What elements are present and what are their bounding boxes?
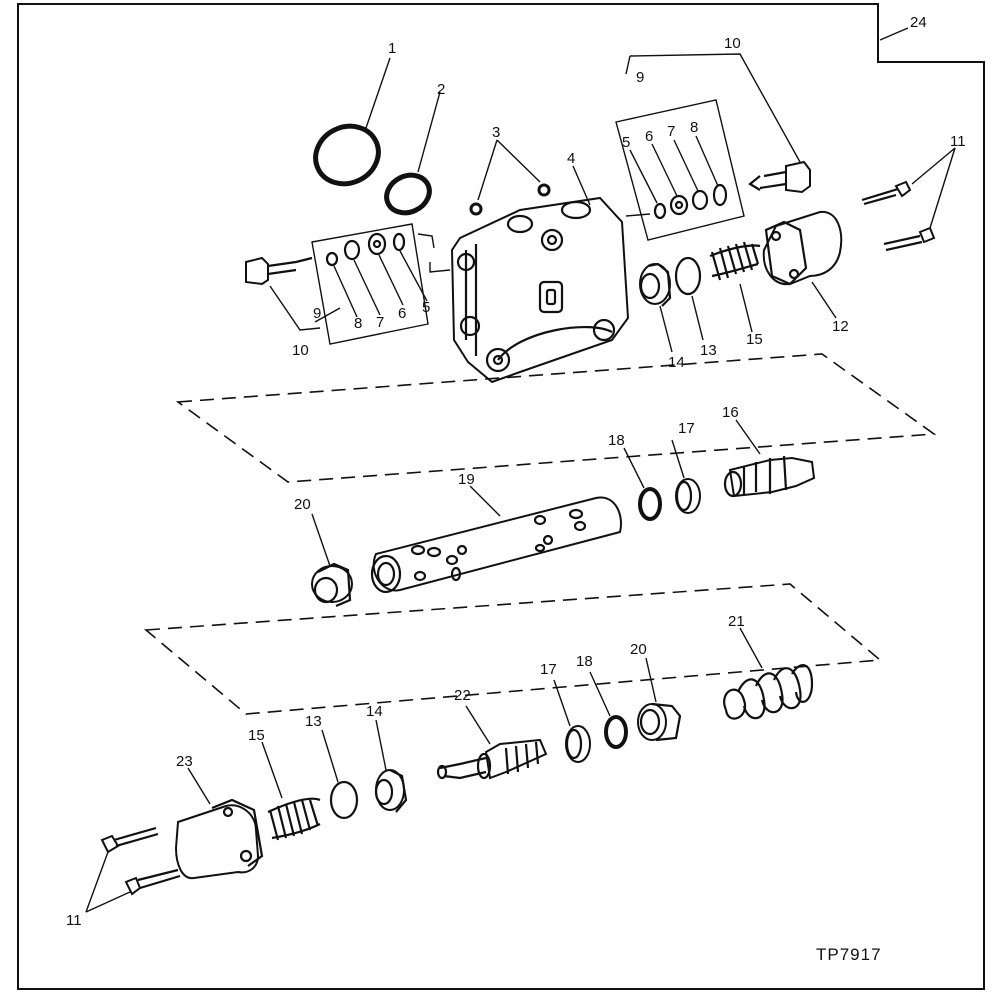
part-18-lower-backup-ring [589,671,628,749]
callout-12: 12 [832,318,849,335]
part-20-lower-guide [637,657,682,742]
part-10-left-relief-cartridge [245,256,313,286]
drawing-reference-number: TP7917 [816,945,882,964]
callout-13-upper: 13 [700,342,717,359]
part-9-right-seal-kit [615,99,745,241]
part-2-small-o-ring [384,91,441,216]
part-14-lower-spring-seat [374,719,408,813]
callout-21: 21 [728,613,745,630]
callout-9-left: 9 [313,305,321,322]
callout-7-right: 7 [667,123,675,140]
callout-10-left: 10 [292,342,309,359]
callout-11-lower: 11 [66,912,82,929]
part-13-upper-ring [674,256,704,341]
part-17-upper-seal [671,439,701,514]
callout-20-lower: 20 [630,641,647,658]
part-20-upper-guide [311,513,353,608]
lower-dashed-outline [143,583,882,715]
part-4-valve-housing [450,165,630,384]
callout-labels: 1 2 3 4 10 9 5 6 7 8 11 12 14 13 15 9 8 … [66,14,966,929]
callout-5-left: 5 [422,299,430,316]
callout-1: 1 [388,40,396,57]
part-13-lower-ring [321,729,359,820]
callout-6-left: 6 [398,305,406,322]
callout-22: 22 [454,687,471,704]
callout-2: 2 [437,81,445,98]
callout-19: 19 [458,471,475,488]
part-3-small-rings [469,139,551,216]
part-24-leader [879,27,909,41]
callout-4: 4 [567,150,575,167]
callout-11-upper: 11 [950,133,966,150]
callout-8-left: 8 [354,315,362,332]
callout-15-upper: 15 [746,331,763,348]
part-17-lower-seal [553,679,591,763]
callout-3: 3 [492,124,500,141]
left-cartridge-leader [417,233,451,273]
callout-5-right: 5 [622,134,630,151]
part-14-upper-spring-seat [639,262,673,353]
callout-17-upper: 17 [678,420,695,437]
part-1-large-o-ring [313,57,391,187]
callout-16: 16 [722,404,739,421]
callout-9-right: 9 [636,69,644,86]
part-22-spool [436,705,548,780]
part-9-left-seal-kit [269,223,429,345]
part-12-end-cap [762,210,843,319]
diagram-border [17,3,985,990]
part-15-lower-spring [261,741,321,841]
callout-14-upper: 14 [668,354,685,371]
part-15-upper-spring [709,241,761,333]
callout-8-right: 8 [690,119,698,136]
part-23-end-cap [174,767,264,880]
callout-18-lower: 18 [576,653,593,670]
part-21-spring [723,627,814,720]
callout-17-lower: 17 [540,661,557,678]
part-16-plug [723,419,816,498]
part-19-spool-sleeve [370,485,622,594]
callout-15-lower: 15 [248,727,265,744]
callout-23: 23 [176,753,193,770]
part-10-right-relief-cartridge [625,53,811,194]
part-11-lower-bolts [85,826,181,913]
callout-13-lower: 13 [305,713,322,730]
callout-18-upper: 18 [608,432,625,449]
callout-20-upper: 20 [294,496,311,513]
part-11-upper-bolts [861,147,956,252]
callout-6-right: 6 [645,128,653,145]
part-18-upper-backup-ring [623,447,662,521]
callout-7-left: 7 [376,314,384,331]
callout-14-lower: 14 [366,703,383,720]
callout-10-right: 10 [724,35,741,52]
callout-24: 24 [910,14,927,31]
upper-dashed-outline [175,353,937,483]
